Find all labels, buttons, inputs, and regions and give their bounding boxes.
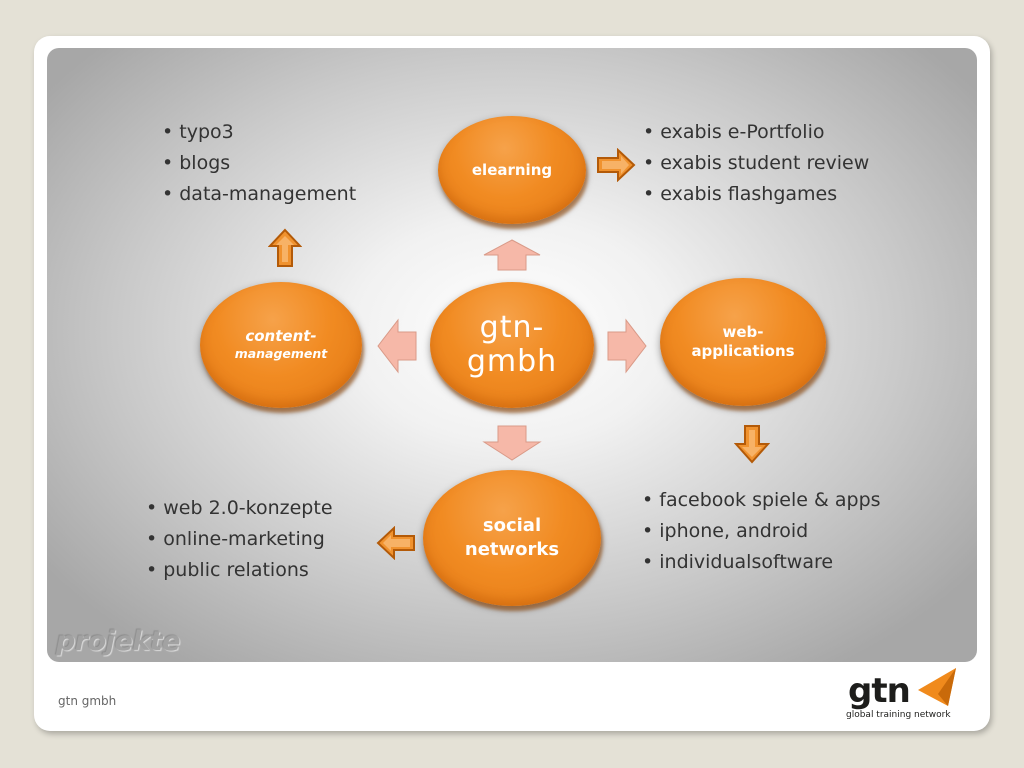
list-item: exabis student review (643, 148, 869, 179)
node-label: content- (245, 327, 317, 345)
list-item: online-marketing (146, 524, 333, 555)
list-item: blogs (162, 148, 356, 179)
gtn-logo: gtn global training network (846, 664, 970, 724)
node-label: management (234, 346, 328, 361)
node-elearning: elearning (438, 116, 586, 224)
list-item: web 2.0-konzepte (146, 493, 332, 524)
footer-text: gtn gmbh (58, 694, 117, 708)
logo-tagline: global training network (846, 710, 951, 720)
list-web-applications: facebook spiele & apps iphone, android i… (642, 485, 881, 578)
list-item: typo3 (162, 117, 356, 148)
logo-triangle-icon (918, 668, 956, 706)
node-social-networks: social networks (423, 470, 601, 606)
list-item: data-management (162, 179, 356, 210)
arrow-right-icon (607, 318, 647, 374)
arrow-right-icon (597, 148, 636, 182)
node-label: elearning (471, 161, 553, 179)
list-item: iphone, android (642, 516, 881, 547)
node-label: gtn- (479, 310, 545, 345)
arrow-left-icon (376, 526, 415, 560)
arrow-up-icon (483, 239, 541, 271)
node-label: networks (464, 539, 560, 560)
node-gtn-gmbh: gtn- gmbh (430, 282, 594, 408)
node-content-management: content- management (200, 282, 362, 408)
section-title: projekte (56, 626, 180, 657)
logo-word: gtn (848, 671, 911, 711)
node-label: social (482, 515, 542, 536)
arrow-down-icon (482, 425, 542, 461)
arrow-up-icon (268, 228, 302, 267)
list-social-networks: web 2.0-konzepte online-marketing public… (146, 493, 333, 586)
list-item: public relations (146, 555, 333, 586)
node-label: gmbh (466, 344, 558, 379)
list-item: facebook spiele & apps (642, 485, 880, 516)
node-label: web- (722, 323, 764, 341)
list-content-management: typo3 blogs data-management (162, 117, 356, 210)
list-item: exabis e-Portfolio (643, 117, 869, 148)
list-item: exabis flashgames (643, 179, 869, 210)
list-item: individualsoftware (642, 547, 881, 578)
list-elearning: exabis e-Portfolio exabis student review… (643, 117, 869, 210)
node-label: applications (691, 342, 795, 360)
node-web-applications: web- applications (660, 278, 826, 406)
arrow-left-icon (377, 318, 417, 374)
arrow-down-icon (734, 425, 770, 464)
